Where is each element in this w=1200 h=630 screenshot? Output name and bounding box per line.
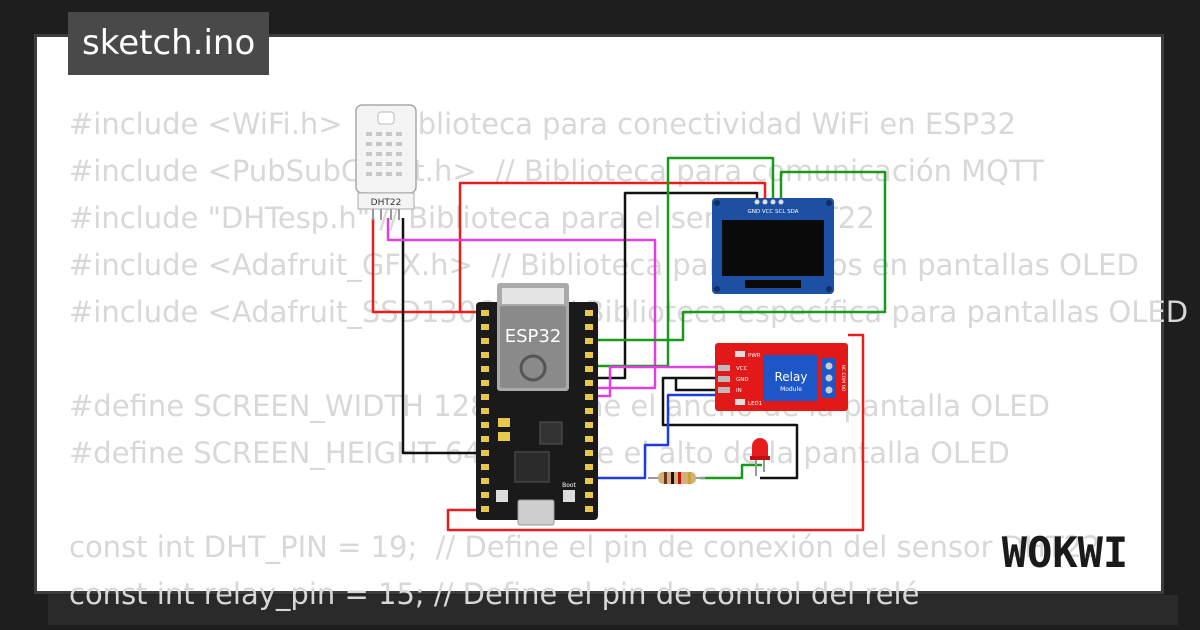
wire-red-relay-com [446, 333, 865, 532]
relay-led-label: LED1 [748, 401, 762, 407]
oled-display: GND VCC SCL SDA [712, 198, 834, 294]
wire-black-relay-gnd [661, 376, 799, 480]
wire-red-dht-vcc [371, 218, 492, 314]
wire-black-dht-gnd [401, 218, 492, 455]
dht22-sensor: DHT22 [355, 104, 417, 220]
relay-pin-in: IN [736, 388, 742, 394]
relay-terminal-labels: NC COM NO [840, 365, 846, 392]
oled-pin-labels: GND VCC SCL SDA [747, 209, 798, 215]
relay-pwr-label: PWR [748, 353, 761, 359]
esp32-board: ESP32 Boot [476, 283, 598, 526]
brand-text: WOKWI [1002, 528, 1128, 577]
card-shadow [48, 595, 1178, 625]
relay-sub-label: Module [780, 386, 802, 393]
relay-pin-vcc: VCC [736, 366, 748, 372]
wire-green-oled-sda [592, 170, 887, 342]
relay-module: PWR LED1 VCC GND IN Relay Module NC COM … [715, 343, 848, 411]
code-line: const int DHT_PIN = 19; // Define el pin… [69, 530, 1101, 564]
red-led [750, 438, 770, 476]
code-line: const int relay_pin = 15; // Define el p… [69, 577, 920, 611]
esp32-label: ESP32 [505, 326, 562, 347]
code-line: #include <PubSubClient.h> // Biblioteca … [69, 154, 1044, 188]
wire-black-oled-gnd [592, 191, 759, 380]
wires [371, 156, 887, 532]
wire-blue-led [592, 393, 718, 480]
relay-pin-gnd: GND [736, 377, 749, 383]
resistor [648, 472, 705, 484]
wire-magenta-dht-data [386, 218, 657, 390]
wire-black-relay-in [674, 378, 718, 392]
file-tab[interactable]: sketch.ino [68, 12, 270, 75]
relay-label: Relay [775, 370, 808, 384]
wire-red-oled-vcc [458, 181, 767, 312]
code-line: #include <Adafruit_GFX.h> // Biblioteca … [69, 248, 1139, 282]
dht22-label: DHT22 [371, 198, 402, 208]
wire-magenta-relay-vcc [592, 365, 718, 398]
wokwi-logo: WOKWI [1002, 528, 1128, 577]
wire-green-resistor-led [700, 463, 762, 480]
boot-label: Boot [562, 482, 576, 489]
